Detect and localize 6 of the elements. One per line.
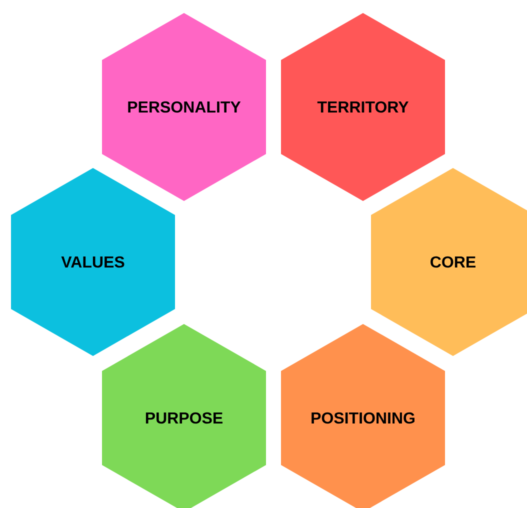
hexagon: CORE: [371, 168, 527, 356]
hexagon: PURPOSE: [102, 324, 266, 508]
hexagon: VALUES: [11, 168, 175, 356]
hexagon: TERRITORY: [281, 13, 445, 201]
hexagon: PERSONALITY: [102, 13, 266, 201]
hexagon: POSITIONING: [281, 324, 445, 508]
